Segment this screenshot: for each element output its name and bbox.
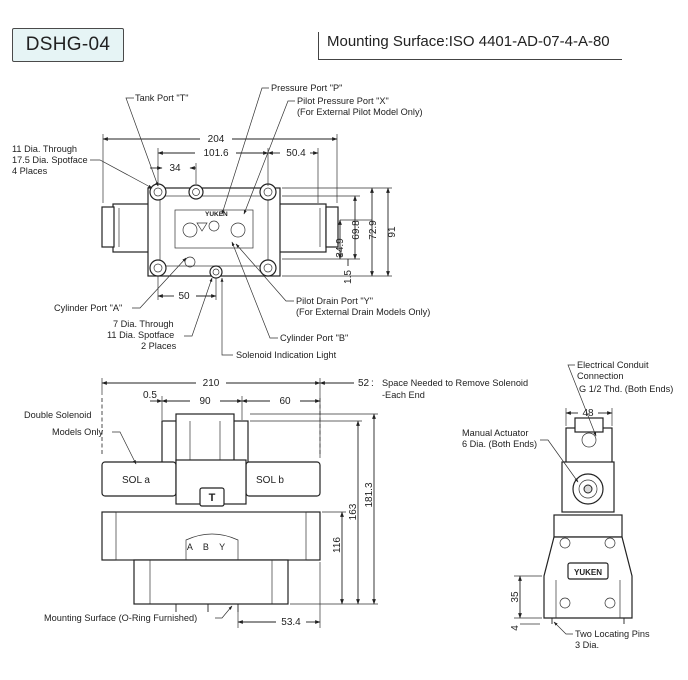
- label-pressure-port: Pressure Port "P": [271, 83, 342, 93]
- front-view: T SOL a SOL b A B Y 210 52 : Space N: [24, 378, 528, 628]
- model-title: DSHG-04: [25, 34, 111, 55]
- label-sol-b: SOL b: [256, 475, 284, 486]
- label-space-needed: Space Needed to Remove Solenoid: [382, 378, 528, 388]
- label-spotface-11: 11 Dia. Spotface: [107, 330, 174, 340]
- label-cylinder-port-a: Cylinder Port "A": [54, 303, 122, 313]
- dim-34: 34: [169, 163, 181, 174]
- label-ports-aby: A B Y: [187, 542, 229, 552]
- label-pilot-drain-note: (For External Drain Models Only): [296, 307, 430, 317]
- dim-4: 4: [510, 625, 521, 631]
- dim-90: 90: [199, 396, 211, 407]
- dim-91: 91: [387, 226, 398, 238]
- label-spotface-17-5: 17.5 Dia. Spotface: [12, 155, 88, 165]
- label-pins-1: Two Locating Pins: [575, 629, 650, 639]
- label-places-4: 4 Places: [12, 166, 48, 176]
- label-mounting-surface: Mounting Surface (O-Ring Furnished): [44, 613, 197, 623]
- dim-1-5: 1.5: [343, 270, 354, 284]
- label-conduit-2: Connection: [577, 371, 623, 381]
- side-view-body: YUKEN: [543, 417, 633, 624]
- label-pins-2: 3 Dia.: [575, 640, 599, 650]
- label-each-end: -Each End: [382, 390, 425, 400]
- model-title-box: DSHG-04: [12, 28, 124, 62]
- dim-52: 52: [358, 378, 370, 389]
- label-cylinder-port-b: Cylinder Port "B": [280, 333, 348, 343]
- dim-69-8: 69.8: [351, 220, 362, 240]
- label-conduit-1: Electrical Conduit: [577, 360, 649, 370]
- label-places-2: 2 Places: [141, 341, 177, 351]
- label-conduit-3: G 1/2 Thd. (Both Ends): [579, 384, 673, 394]
- label-actuator-1: Manual Actuator: [462, 428, 528, 438]
- label-through-hole-7: 7 Dia. Through: [113, 319, 174, 329]
- svg-text:T: T: [209, 492, 216, 504]
- mounting-standard-label: Mounting Surface:ISO 4401-AD-07-4-A-80: [318, 32, 622, 60]
- label-tank-port: Tank Port "T": [135, 93, 189, 103]
- dim-72-9: 72.9: [368, 220, 379, 240]
- dim-48: 48: [582, 408, 594, 419]
- side-view: YUKEN 48 35 4 Electrical Conduit Connect…: [462, 360, 673, 650]
- label-pilot-pressure-port: Pilot Pressure Port "X": [297, 96, 389, 106]
- dim-35: 35: [510, 591, 521, 603]
- label-models-only: Models Only: [52, 427, 103, 437]
- label-solenoid-light: Solenoid Indication Light: [236, 350, 337, 360]
- label-through-hole-11: 11 Dia. Through: [12, 144, 77, 154]
- dim-0-5: 0.5: [143, 390, 157, 401]
- label-double-solenoid: Double Solenoid: [24, 410, 91, 420]
- top-view-body: YUKEN: [101, 183, 339, 279]
- dim-53-4: 53.4: [281, 617, 301, 628]
- dim-163: 163: [348, 503, 359, 520]
- front-view-body: T SOL a SOL b A B Y: [101, 413, 321, 612]
- label-pilot-pressure-note: (For External Pilot Model Only): [297, 107, 423, 117]
- side-view-brand: YUKEN: [574, 568, 602, 577]
- svg-text::: :: [371, 378, 374, 389]
- label-pilot-drain-port: Pilot Drain Port "Y": [296, 296, 373, 306]
- dim-50: 50: [178, 291, 190, 302]
- label-sol-a: SOL a: [122, 475, 150, 486]
- label-actuator-2: 6 Dia. (Both Ends): [462, 439, 537, 449]
- dim-60: 60: [279, 396, 291, 407]
- top-view: YUKEN 204 101.6 50.4 34 50: [12, 83, 430, 360]
- top-view-brand: YUKEN: [205, 211, 228, 218]
- dim-204: 204: [208, 134, 225, 145]
- dim-50-4: 50.4: [286, 148, 306, 159]
- mounting-standard-text: Mounting Surface:ISO 4401-AD-07-4-A-80: [327, 33, 610, 50]
- dim-101-6: 101.6: [203, 148, 228, 159]
- dim-210: 210: [203, 378, 220, 389]
- dim-116: 116: [332, 537, 343, 553]
- dim-181-3: 181.3: [364, 482, 375, 507]
- dim-34-9: 34.9: [335, 238, 346, 258]
